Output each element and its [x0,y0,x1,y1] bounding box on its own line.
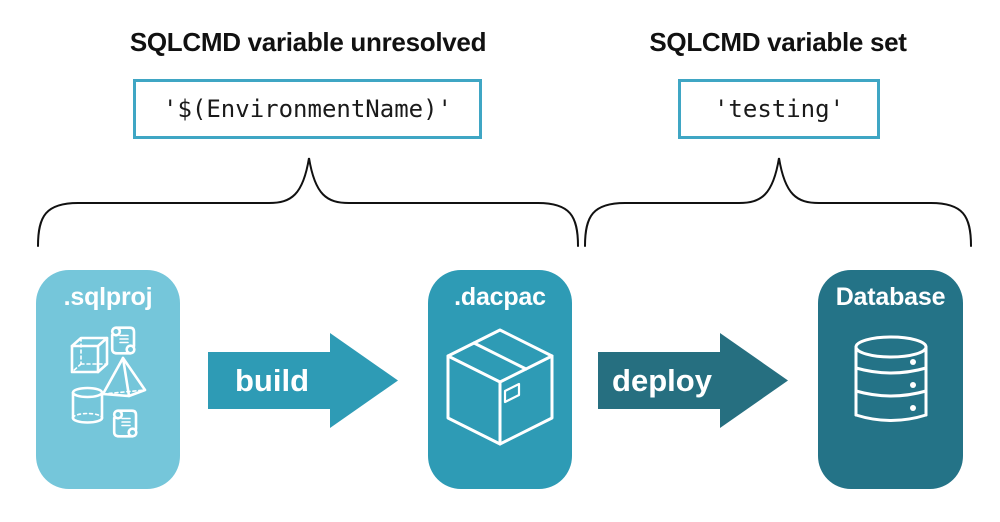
left-brace [36,150,580,248]
set-variable-value: 'testing' [713,95,845,123]
left-group-title: SQLCMD variable unresolved [129,27,487,57]
sqlproj-node: .sqlproj [36,270,180,489]
right-group-title: SQLCMD variable set [649,27,907,57]
database-icon [854,335,928,427]
cylinder-shape [71,386,104,424]
sqlproj-node-label: .sqlproj [63,283,153,311]
cube-shape [70,336,109,374]
deploy-arrow-shape [598,333,788,428]
build-arrow-shape [208,333,398,428]
set-variable-code-box: 'testing' [678,79,880,139]
deploy-arrow: deploy [598,333,788,428]
build-arrow: build [208,333,398,428]
package-icon [445,327,555,447]
dacpac-node-label: .dacpac [454,283,546,311]
script-scroll-shape [110,326,136,355]
script-scroll-shape [112,409,138,438]
deploy-arrow-label: deploy [612,362,712,398]
build-arrow-label: build [234,362,310,398]
unresolved-variable-value: '$(EnvironmentName)' [163,95,452,123]
right-brace-graphic [584,157,972,247]
right-brace [583,150,973,248]
unresolved-variable-code-box: '$(EnvironmentName)' [133,79,482,139]
pyramid-shape [101,356,147,398]
database-node: Database [818,270,963,489]
dacpac-node: .dacpac [428,270,572,489]
left-brace-graphic [37,157,579,247]
database-node-label: Database [835,283,946,311]
sql-objects-icon [66,322,148,440]
